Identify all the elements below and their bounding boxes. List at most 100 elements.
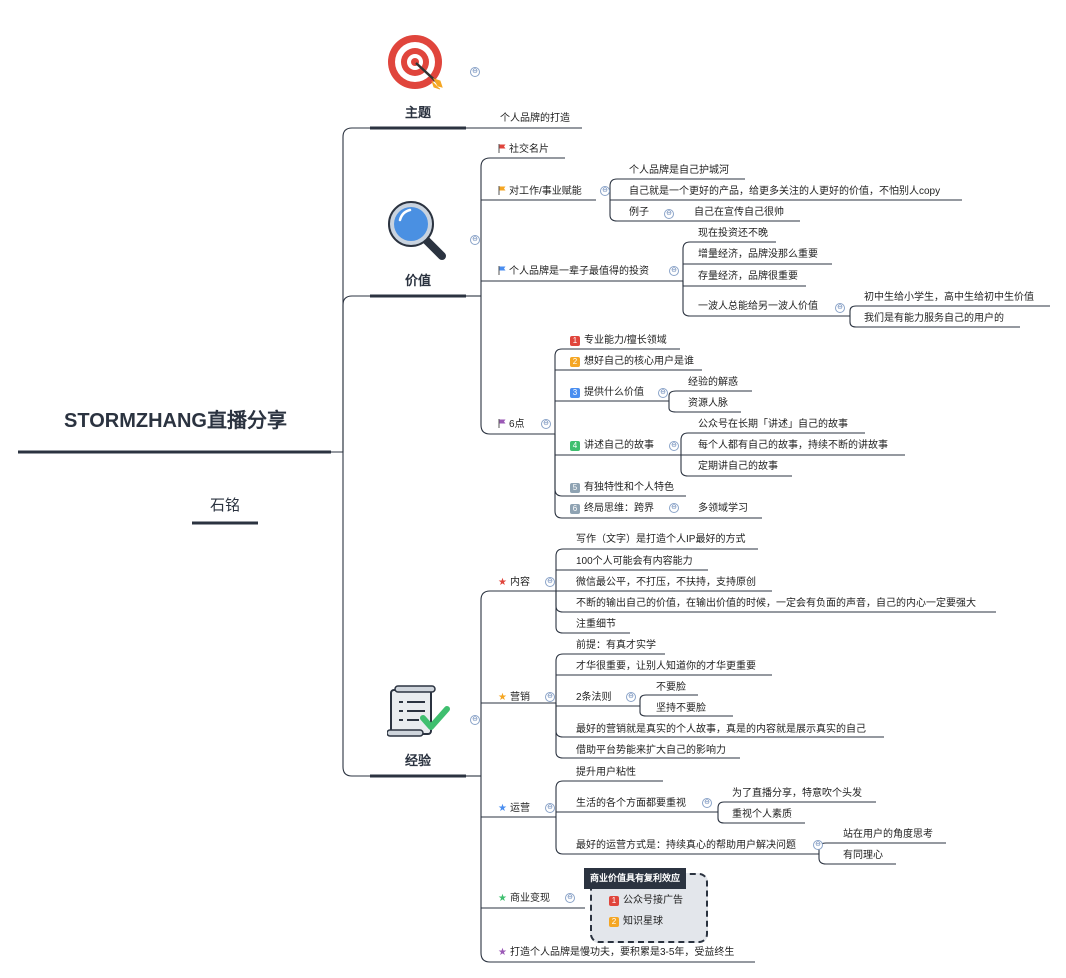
- value-invest-node[interactable]: 个人品牌是一辈子最值得的投资: [498, 266, 649, 278]
- exp-operation-node[interactable]: ★运营: [498, 803, 530, 815]
- marketing-5-node[interactable]: 借助平台势能来扩大自己的影响力: [576, 745, 726, 756]
- invest-stock-node[interactable]: 存量经济，品牌很重要: [698, 271, 798, 282]
- exp-final-node[interactable]: ★打造个人品牌是慢功夫，要积累是3-5年，受益终生: [498, 947, 734, 959]
- enable-product-node[interactable]: 自己就是一个更好的产品，给更多关注的人更好的价值，不怕别人copy: [629, 186, 941, 197]
- six-point-4-label: 讲述自己的故事: [584, 440, 654, 451]
- enable-example-node[interactable]: 例子: [629, 207, 649, 218]
- collapse-theme-toggle[interactable]: ⊖: [470, 67, 480, 77]
- six-point-3-label: 提供什么价值: [584, 387, 644, 398]
- p4-child-2-node[interactable]: 每个人都有自己的故事，持续不断的讲故事: [698, 440, 888, 451]
- value-enable-node[interactable]: 对工作/事业赋能: [498, 186, 582, 198]
- wave-child-1-node[interactable]: 初中生给小学生，高中生给初中生价值: [864, 292, 1034, 303]
- value-card-label: 社交名片: [509, 144, 549, 155]
- p3-child-1-node[interactable]: 经验的解惑: [688, 377, 738, 388]
- value-enable-label: 对工作/事业赋能: [509, 186, 582, 197]
- o2-child-2-node[interactable]: 重视个人素质: [732, 809, 792, 820]
- content-4-node[interactable]: 不断的输出自己的价值，在输出价值的时候，一定会有负面的声音，自己的内心一定要强大: [576, 598, 976, 609]
- content-3-node[interactable]: 微信最公平，不打压，不扶持，支持原创: [576, 577, 756, 588]
- number-1-icon: 1: [609, 896, 619, 906]
- collapse-example-toggle[interactable]: ⊖: [664, 209, 674, 219]
- exp-content-label: 内容: [509, 577, 530, 588]
- branch-experience-label[interactable]: 经验: [404, 753, 431, 768]
- invest-late-node[interactable]: 现在投资还不晚: [698, 228, 768, 239]
- target-icon: [388, 35, 443, 90]
- number-4-icon: 4: [570, 441, 580, 451]
- exp-marketing-label: 营销: [509, 692, 530, 703]
- collapse-content-toggle[interactable]: ⊖: [545, 577, 555, 587]
- collapse-enable-toggle[interactable]: ⊖: [600, 186, 610, 196]
- collapse-p4-toggle[interactable]: ⊖: [669, 441, 679, 451]
- six-point-2-node[interactable]: 2 想好自己的核心用户是谁: [570, 356, 694, 368]
- six-point-4-node[interactable]: 4 讲述自己的故事: [570, 440, 654, 452]
- operation-2-node[interactable]: 生活的各个方面都要重视: [576, 798, 686, 809]
- collapse-value-toggle[interactable]: ⊖: [470, 235, 480, 245]
- example-detail-node[interactable]: 自己在宣传自己很帅: [694, 207, 784, 218]
- rules-child-1-node[interactable]: 不要脸: [656, 682, 686, 693]
- collapse-rules-toggle[interactable]: ⊖: [626, 692, 636, 702]
- exp-monetize-node[interactable]: ★商业变现: [498, 893, 550, 905]
- monetize-callout-title[interactable]: 商业价值具有复利效应: [584, 868, 686, 889]
- p4-child-3-node[interactable]: 定期讲自己的故事: [698, 461, 778, 472]
- invest-incremental-node[interactable]: 增量经济，品牌没那么重要: [698, 249, 818, 260]
- marketing-rules-node[interactable]: 2条法则: [576, 692, 612, 703]
- content-1-node[interactable]: 写作（文字）是打造个人IP最好的方式: [576, 534, 746, 545]
- o3-child-2-node[interactable]: 有同理心: [843, 850, 883, 861]
- o3-child-1-node[interactable]: 站在用户的角度思考: [843, 829, 933, 840]
- p4-child-1-node[interactable]: 公众号在长期「讲述」自己的故事: [698, 419, 848, 430]
- marketing-2-node[interactable]: 才华很重要，让别人知道你的才华更重要: [576, 661, 756, 672]
- content-5-node[interactable]: 注重细节: [576, 619, 616, 630]
- number-2-icon: 2: [609, 917, 619, 927]
- collapse-monetize-toggle[interactable]: ⊖: [565, 893, 575, 903]
- author-name[interactable]: 石铭: [209, 497, 240, 514]
- collapse-marketing-toggle[interactable]: ⊖: [545, 692, 555, 702]
- p3-child-2-node[interactable]: 资源人脉: [688, 398, 728, 409]
- green-star-icon: ★: [498, 893, 507, 904]
- exp-content-node[interactable]: ★内容: [498, 577, 530, 589]
- collapse-operation-toggle[interactable]: ⊖: [545, 803, 555, 813]
- orange-star-icon: ★: [498, 692, 507, 703]
- operation-1-node[interactable]: 提升用户粘性: [576, 767, 636, 778]
- monetize-1-label: 公众号接广告: [623, 895, 683, 906]
- collapse-o3-toggle[interactable]: ⊖: [813, 840, 823, 850]
- branch-value-label[interactable]: 价值: [404, 273, 431, 288]
- p6-child-node[interactable]: 多领域学习: [698, 503, 748, 514]
- six-point-5-label: 有独特性和个人特色: [584, 482, 674, 493]
- value-card-node[interactable]: 社交名片: [498, 144, 549, 156]
- collapse-six-toggle[interactable]: ⊖: [541, 419, 551, 429]
- operation-3-node[interactable]: 最好的运营方式是：持续真心的帮助用户解决问题: [576, 840, 796, 851]
- orange-flag-icon: [498, 186, 506, 195]
- blue-flag-icon: [498, 266, 506, 275]
- o2-child-1-node[interactable]: 为了直播分享，特意吹个头发: [732, 788, 862, 799]
- collapse-invest-toggle[interactable]: ⊖: [669, 266, 679, 276]
- value-invest-label: 个人品牌是一辈子最值得的投资: [509, 266, 649, 277]
- collapse-p6-toggle[interactable]: ⊖: [669, 503, 679, 513]
- exp-marketing-node[interactable]: ★营销: [498, 692, 530, 704]
- six-point-2-label: 想好自己的核心用户是谁: [584, 356, 694, 367]
- monetize-1-node[interactable]: 1 公众号接广告: [609, 895, 683, 907]
- branch-theme-label[interactable]: 主题: [404, 105, 431, 120]
- marketing-1-node[interactable]: 前提：有真才实学: [576, 640, 656, 651]
- magnifier-icon: [388, 201, 446, 260]
- exp-final-label: 打造个人品牌是慢功夫，要积累是3-5年，受益终生: [509, 947, 735, 958]
- number-2-icon: 2: [570, 357, 580, 367]
- collapse-o2-toggle[interactable]: ⊖: [702, 798, 712, 808]
- collapse-p3-toggle[interactable]: ⊖: [658, 388, 668, 398]
- exp-operation-label: 运营: [509, 803, 530, 814]
- value-six-node[interactable]: 6点: [498, 419, 525, 431]
- root-title[interactable]: STORMZHANG直播分享: [64, 410, 287, 432]
- collapse-wave-toggle[interactable]: ⊖: [835, 303, 845, 313]
- content-2-node[interactable]: 100个人可能会有内容能力: [576, 556, 693, 567]
- theme-topic-node[interactable]: 个人品牌的打造: [500, 113, 570, 124]
- value-six-label: 6点: [509, 419, 525, 430]
- wave-child-2-node[interactable]: 我们是有能力服务自己的用户的: [864, 313, 1004, 324]
- invest-wave-node[interactable]: 一波人总能给另一波人价值: [698, 301, 818, 312]
- enable-moat-node[interactable]: 个人品牌是自己护城河: [629, 165, 729, 176]
- collapse-experience-toggle[interactable]: ⊖: [470, 715, 480, 725]
- rules-child-2-node[interactable]: 坚持不要脸: [656, 703, 706, 714]
- marketing-4-node[interactable]: 最好的营销就是真实的个人故事，真是的内容就是展示真实的自己: [576, 724, 866, 735]
